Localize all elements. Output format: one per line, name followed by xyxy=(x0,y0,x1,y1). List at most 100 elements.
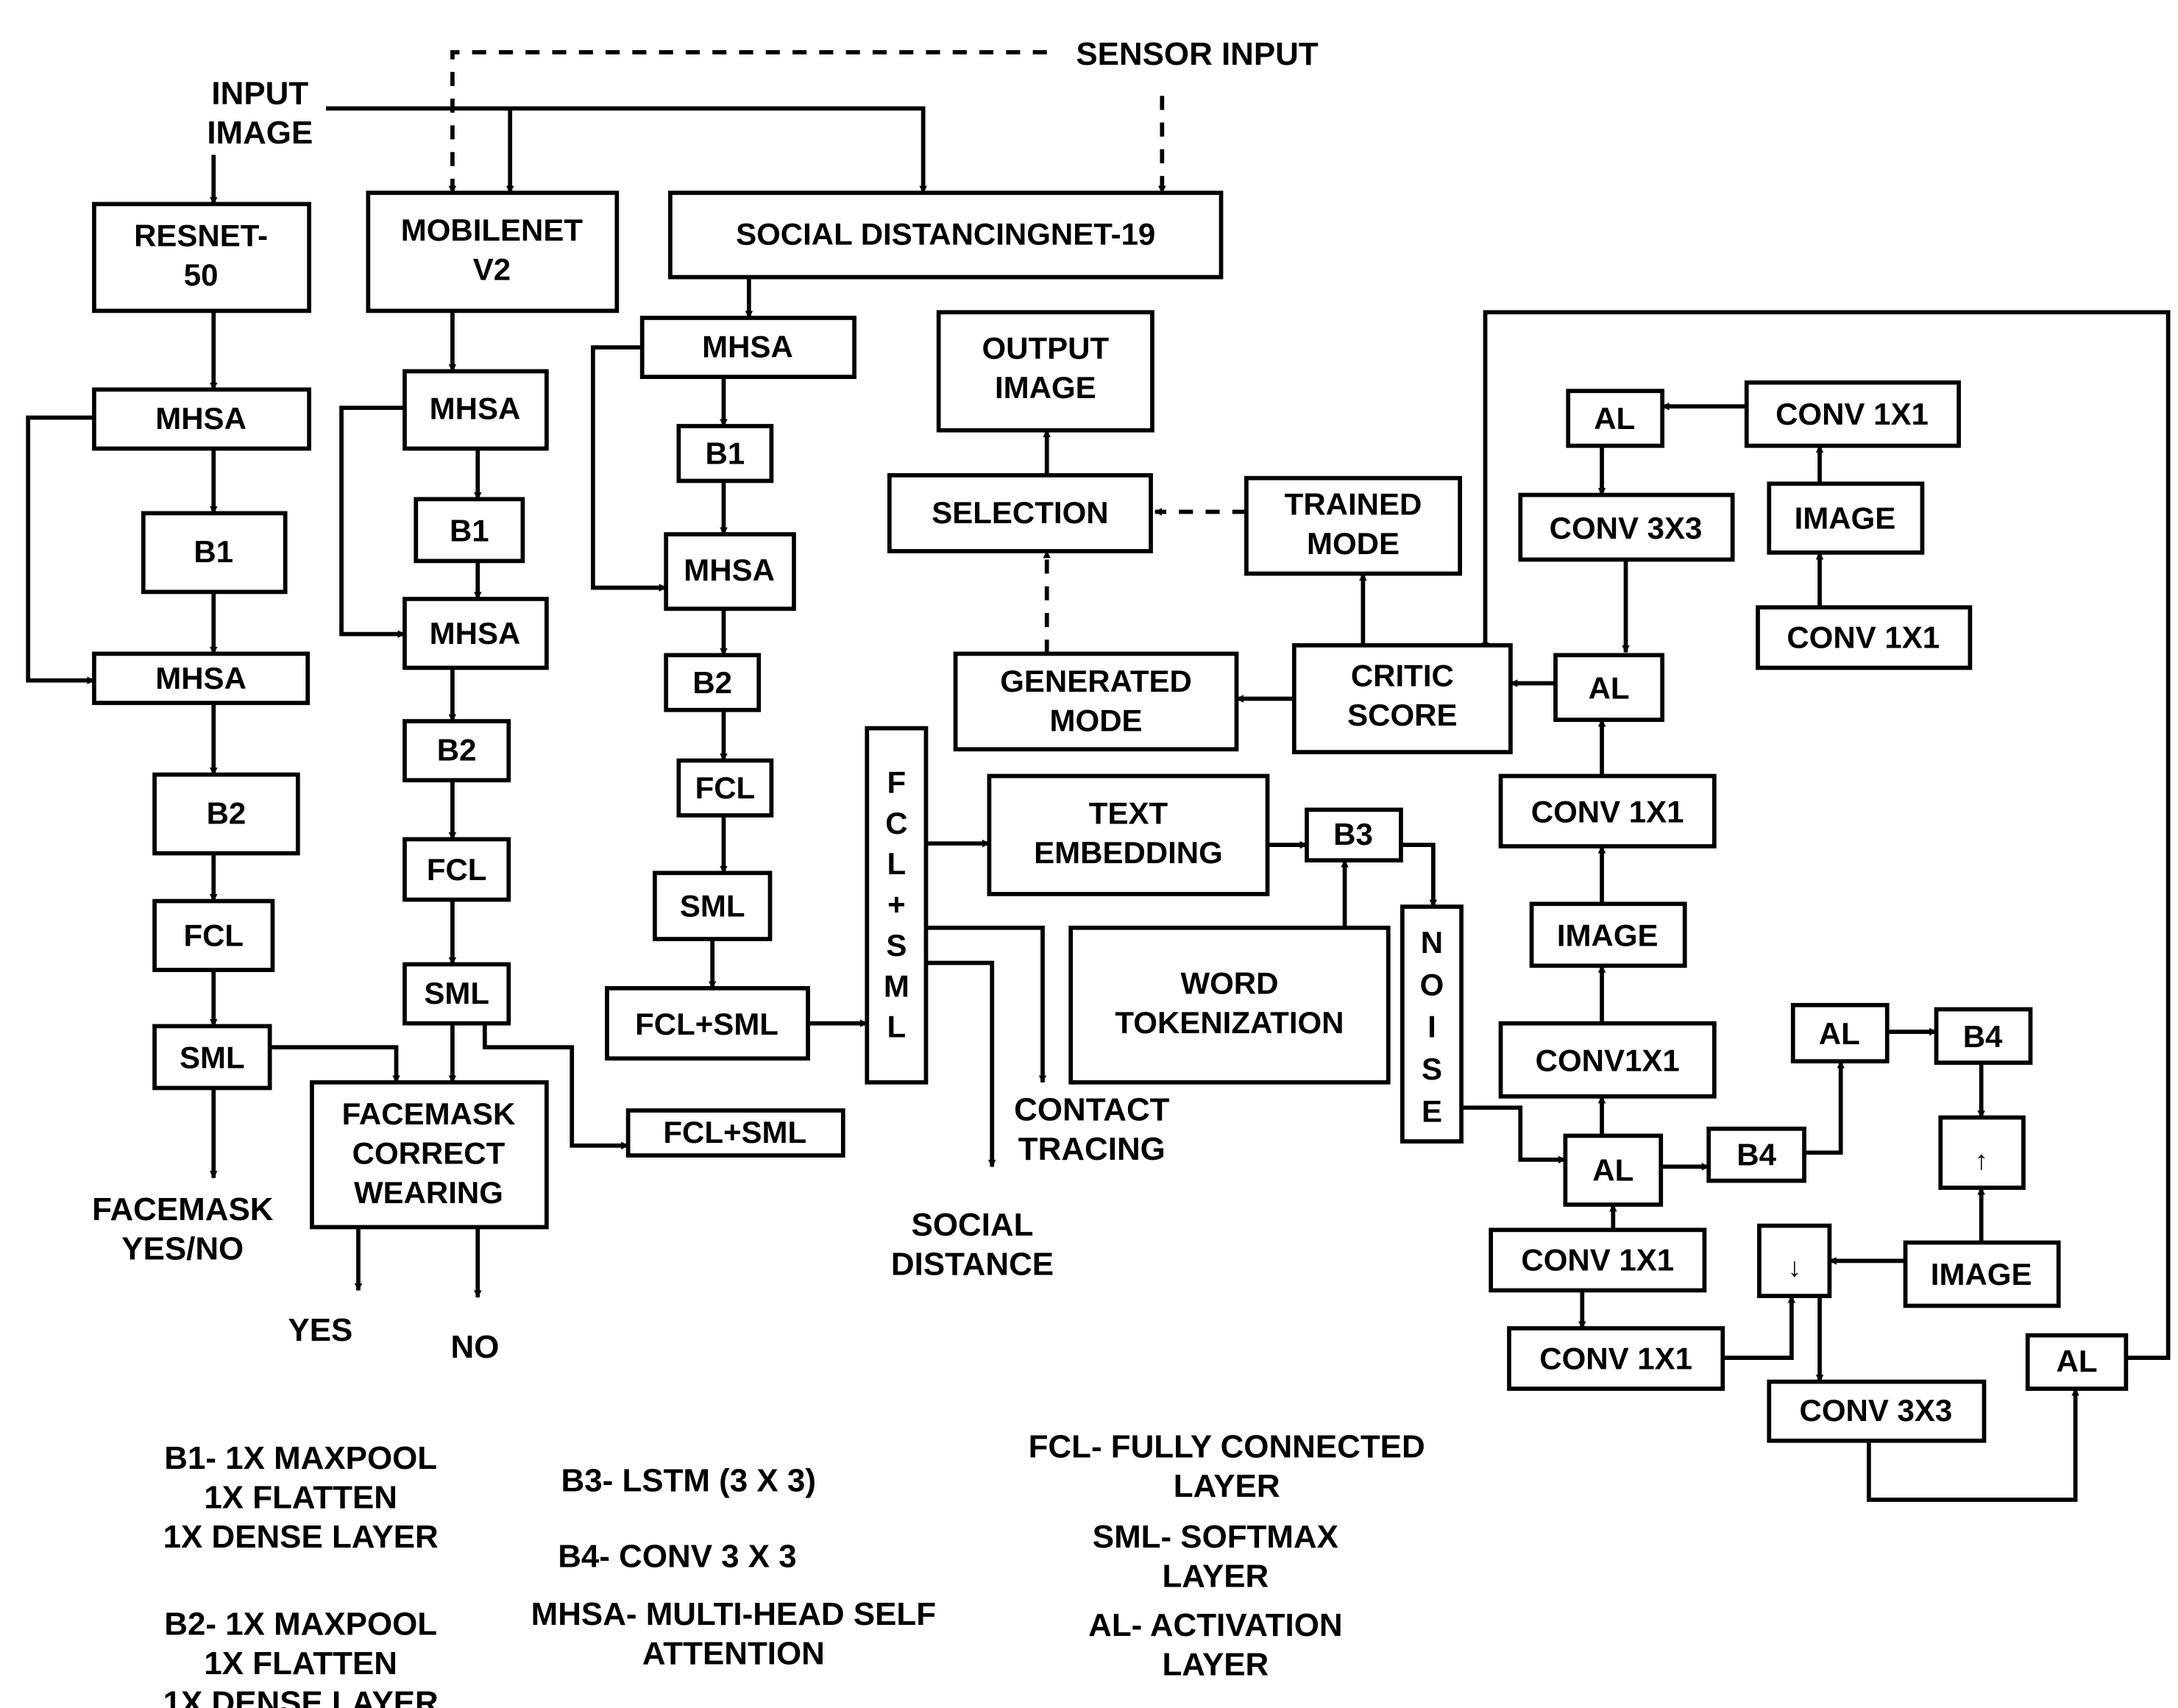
image-mid-box xyxy=(1529,901,1687,968)
legend-b1-line3: 1X DENSE LAYER xyxy=(163,1519,439,1555)
facemask-correct-wearing-line2: CORRECT xyxy=(352,1136,506,1171)
resnet-mhsa1-box xyxy=(92,387,311,451)
generated-mode-label-line2: MODE xyxy=(1050,703,1143,737)
image-top-label: IMAGE xyxy=(1795,500,1896,535)
resnet-b1-label: B1 xyxy=(194,534,233,569)
text-embedding-box xyxy=(987,773,1270,896)
social-mhsa1-label: MHSA xyxy=(702,329,793,364)
legend-b2-line1: B2- 1X MAXPOOL xyxy=(164,1606,437,1642)
social-distancing-branch: SOCIAL DISTANCINGNET-19 MHSA B1 MHSA B2 … xyxy=(605,191,1224,1282)
conv1x1-top2-label: CONV 1X1 xyxy=(1787,620,1940,655)
resnet-fcl-label: FCL xyxy=(183,918,244,953)
al-bottom-label: AL xyxy=(2057,1344,2098,1378)
facemask-correct-wearing-box xyxy=(310,1080,549,1230)
up-arrow-icon: ↑ xyxy=(1975,1145,1988,1175)
legend: B1- 1X MAXPOOL 1X FLATTEN 1X DENSE LAYER… xyxy=(163,1429,1425,1708)
noise-char-4: E xyxy=(1422,1094,1442,1128)
generator-section: OUTPUT IMAGE SELECTION TRAINED MODE GENE… xyxy=(887,310,1513,1144)
mobilenet-v2-label-line1: MOBILENET xyxy=(401,213,583,247)
social-distancingnet-19-box xyxy=(668,191,1224,280)
noise-char-1: O xyxy=(1420,967,1444,1002)
social-distancingnet-19-label: SOCIAL DISTANCINGNET-19 xyxy=(736,217,1155,252)
discriminator-section: AL CONV 1X1 CONV 3X3 IMAGE CONV 1X1 AL C… xyxy=(1489,380,2129,1443)
b4-a-box xyxy=(1706,1126,1806,1183)
critic-score-box xyxy=(1291,643,1513,754)
noise-box xyxy=(1400,904,1464,1144)
conv3x3-bottom-label: CONV 3X3 xyxy=(1800,1393,1953,1428)
conv1x1-low-box xyxy=(1498,1021,1717,1099)
b3-box xyxy=(1305,807,1403,862)
legend-b2-line2: 1X FLATTEN xyxy=(204,1645,397,1682)
noise-char-0: N xyxy=(1421,925,1443,960)
vertical-fcl-sml-char-6: L xyxy=(887,1010,907,1044)
output-image-label-line2: IMAGE xyxy=(995,370,1096,405)
word-tokenization-label-line2: TOKENIZATION xyxy=(1115,1005,1344,1040)
legend-sml-line2: LAYER xyxy=(1162,1558,1269,1594)
conv1x1-bottom2-label: CONV 1X1 xyxy=(1539,1341,1692,1375)
mobilenet-v2-label-line2: V2 xyxy=(473,252,511,286)
critic-score-label-line1: CRITIC xyxy=(1351,658,1454,692)
conv1x1-top-label: CONV 1X1 xyxy=(1776,397,1929,431)
resnet-50-label-line2: 50 xyxy=(184,258,219,292)
legend-fcl-line1: FCL- FULLY CONNECTED xyxy=(1029,1429,1425,1465)
input-image-label-line2: IMAGE xyxy=(207,115,313,151)
contact-tracing-label-line1: CONTACT xyxy=(1014,1091,1170,1127)
b4-b-box xyxy=(1934,1007,2033,1065)
trained-mode-box xyxy=(1244,475,1463,576)
resnet-b2-box xyxy=(152,772,300,856)
legend-b3: B3- LSTM (3 X 3) xyxy=(561,1463,816,1499)
vertical-fcl-sml-char-3: + xyxy=(887,887,906,922)
mobilenet-b2-box xyxy=(402,719,511,783)
al-mid-label: AL xyxy=(1589,670,1630,705)
social-mhsa2-label: MHSA xyxy=(684,553,775,587)
conv1x1-low-label: CONV1X1 xyxy=(1536,1043,1680,1078)
image-mid-label: IMAGE xyxy=(1557,918,1659,953)
generated-mode-label-line1: GENERATED xyxy=(1000,664,1192,698)
al-top-box xyxy=(1566,389,1665,448)
facemask-yes-no-label-line2: YES/NO xyxy=(121,1230,244,1266)
al-b4-input-label: AL xyxy=(1592,1153,1634,1188)
trained-mode-label-line2: MODE xyxy=(1307,526,1400,561)
generated-mode-box xyxy=(953,651,1239,752)
mobilenet-mhsa1-box xyxy=(402,369,549,451)
word-tokenization-label-line1: WORD xyxy=(1180,966,1278,1001)
vertical-fcl-sml-char-0: F xyxy=(887,765,907,799)
social-fcl-box xyxy=(676,758,774,818)
social-mhsa1-box xyxy=(639,316,856,380)
text-embedding-label-line2: EMBEDDING xyxy=(1034,835,1223,870)
no-label: NO xyxy=(451,1329,500,1365)
conv1x1-bottom-label: CONV 1X1 xyxy=(1521,1243,1674,1278)
legend-b2-line3: 1X DENSE LAYER xyxy=(163,1684,439,1708)
contact-tracing-label-line2: TRACING xyxy=(1018,1131,1166,1167)
b4-b-label: B4 xyxy=(1963,1019,2003,1054)
noise-char-2: I xyxy=(1427,1010,1436,1044)
facemask-correct-wearing-line1: FACEMASK xyxy=(342,1096,516,1131)
mobilenet-b1-label: B1 xyxy=(450,514,489,548)
yes-label: YES xyxy=(288,1312,352,1348)
text-embedding-label-line1: TEXT xyxy=(1089,795,1168,830)
upsample-box xyxy=(1938,1115,2026,1190)
conv3x3-bottom-box xyxy=(1767,1379,1987,1443)
output-image-label-line1: OUTPUT xyxy=(982,330,1109,365)
conv1x1-bottom-box xyxy=(1489,1227,1707,1293)
downsample-box xyxy=(1757,1223,1832,1298)
legend-al-line2: LAYER xyxy=(1162,1647,1269,1683)
facemask-yes-no-label-line1: FACEMASK xyxy=(92,1191,274,1227)
mobilenet-branch: MOBILENET V2 MHSA B1 MHSA B2 FCL SML FAC… xyxy=(288,191,845,1365)
vertical-fcl-sml-char-5: M xyxy=(884,968,909,1003)
mobilenet-mhsa1-label: MHSA xyxy=(430,391,521,425)
mobilenet-v2-box xyxy=(366,191,620,313)
legend-b4: B4- CONV 3 X 3 xyxy=(558,1539,797,1575)
mobilenet-b2-label: B2 xyxy=(437,733,477,768)
b4-a-label: B4 xyxy=(1737,1137,1776,1172)
resnet-sml-label: SML xyxy=(180,1041,245,1075)
selection-box xyxy=(887,472,1153,553)
resnet-b2-label: B2 xyxy=(207,795,246,830)
al-b4-input-box xyxy=(1563,1133,1664,1207)
social-sml-box xyxy=(653,871,773,941)
conv1x1-top2-box xyxy=(1756,605,1973,670)
social-fcl-label: FCL xyxy=(695,770,756,805)
mobilenet-fcl-sml-label: FCL+SML xyxy=(663,1115,806,1149)
mobilenet-mhsa2-label: MHSA xyxy=(430,616,521,651)
